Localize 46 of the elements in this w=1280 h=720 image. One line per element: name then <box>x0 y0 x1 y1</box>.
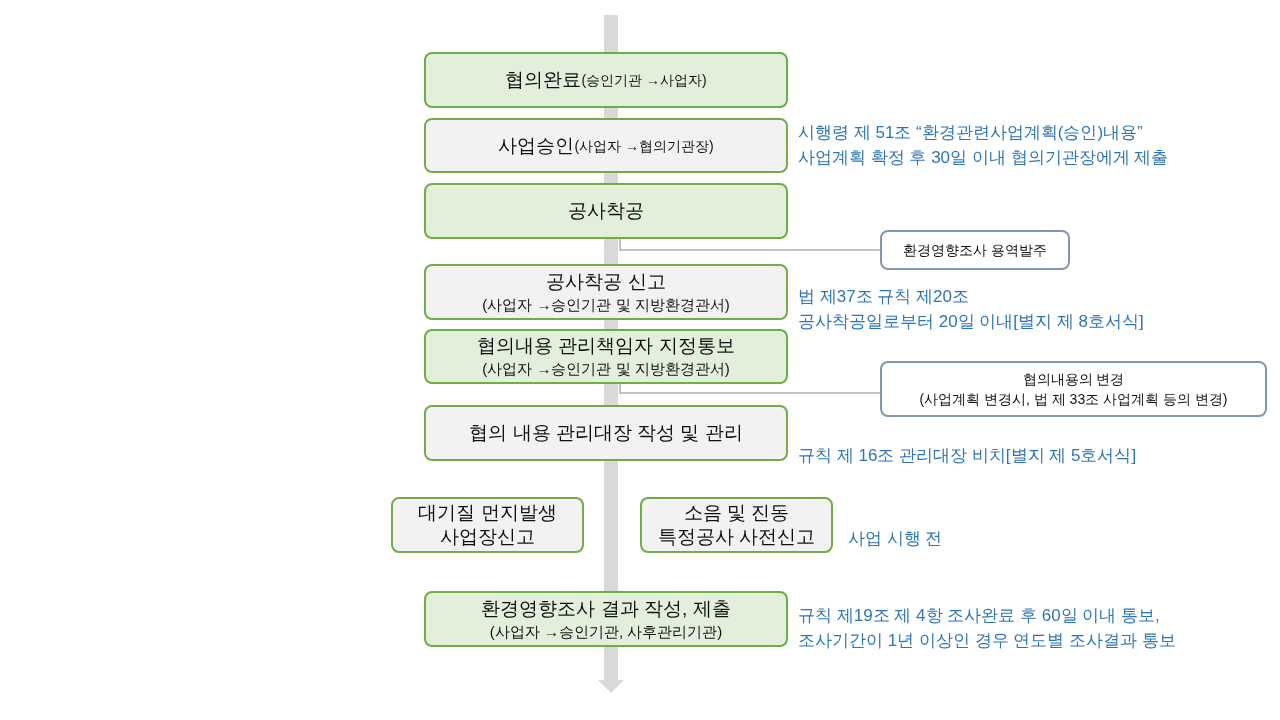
step-title: 환경영향조사 결과 작성, 제출 <box>481 596 731 621</box>
note-title: 환경영향조사 용역발주 <box>903 241 1047 260</box>
side-note: 공사착공일로부터 20일 이내[별지 제 8호서식] <box>798 311 1144 333</box>
step-title: 협의내용 관리책임자 지정통보 <box>477 334 735 358</box>
step-subtitle: (승인기관 →사업자) <box>581 71 707 90</box>
note-box <box>880 230 1070 270</box>
flow-line <box>604 239 618 264</box>
step-title: 사업승인 <box>498 133 575 158</box>
flow-line <box>604 108 618 118</box>
note-title: 협의내용의 변경 <box>1022 370 1125 389</box>
side-note: 사업 시행 전 <box>848 528 943 550</box>
process-box <box>424 52 788 108</box>
step-subtitle: (사업자 →승인기관 및 지방환경관서) <box>482 359 730 379</box>
process-box <box>424 183 788 239</box>
side-note: 사업계획 확정 후 30일 이내 협의기관장에게 제출 <box>798 147 1169 169</box>
process-box <box>424 405 788 461</box>
flow-line <box>604 461 618 591</box>
process-box <box>424 264 788 320</box>
side-note: 법 제37조 규칙 제20조 <box>798 286 970 308</box>
step-title: 소음 및 진동 특정공사 사전신고 <box>656 501 817 549</box>
note-box <box>880 361 1267 417</box>
leader-line <box>619 238 881 251</box>
note-detail: (사업계획 변경시, 법 제 33조 사업계획 등의 변경) <box>919 390 1228 409</box>
process-box <box>424 591 788 647</box>
step-title: 공사착공 <box>568 199 644 223</box>
step-subtitle: (사업자 →승인기관 및 지방환경관서) <box>482 294 730 315</box>
leader-line <box>619 383 881 394</box>
step-title: 협의완료 <box>505 68 582 92</box>
process-box <box>640 497 833 553</box>
step-title: 협의 내용 관리대장 작성 및 관리 <box>469 421 743 445</box>
side-note: 시행령 제 51조 “환경관련사업계획(승인)내용” <box>798 122 1144 144</box>
process-box <box>391 497 584 553</box>
flow-arrow <box>598 647 624 693</box>
flow-line <box>604 173 618 183</box>
step-subtitle: (사업자 →협의기관장) <box>574 136 714 156</box>
step-title: 대기질 먼지발생 사업장신고 <box>417 501 558 549</box>
process-box <box>424 329 788 384</box>
side-note: 규칙 제 16조 관리대장 비치[별지 제 5호서식] <box>798 445 1137 467</box>
step-title: 공사착공 신고 <box>546 269 666 294</box>
step-subtitle: (사업자 →승인기관, 사후관리기관) <box>489 621 723 642</box>
process-box <box>424 118 788 173</box>
flow-line <box>604 15 618 52</box>
flow-line <box>604 320 618 329</box>
side-note: 규칙 제19조 제 4항 조사완료 후 60일 이내 통보, <box>798 605 1161 627</box>
flow-line <box>604 384 618 405</box>
side-note: 조사기간이 1년 이상인 경우 연도별 조사결과 통보 <box>798 630 1176 652</box>
